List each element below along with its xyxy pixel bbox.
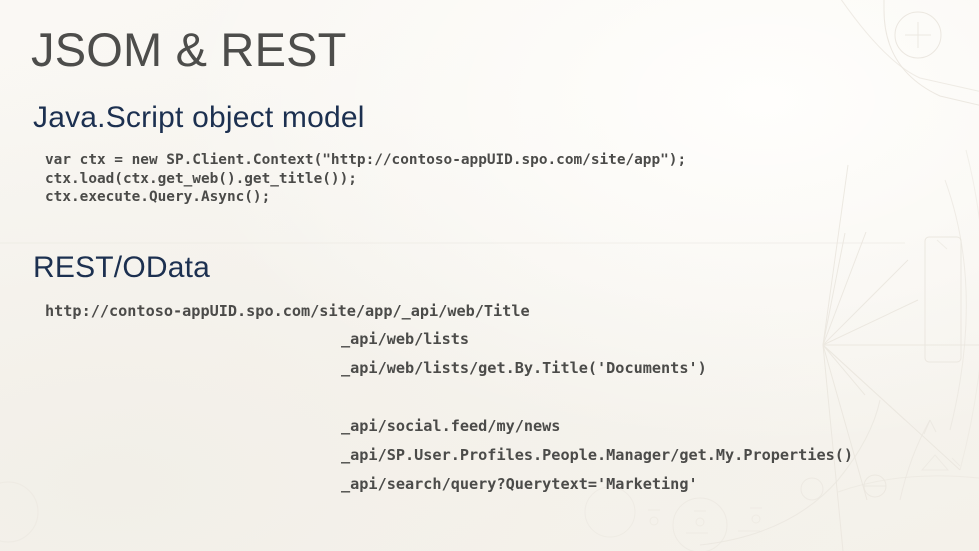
rest-url-line: _api/web/lists (341, 330, 470, 348)
section-heading-rest: REST/OData (33, 251, 211, 284)
rest-url-line: _api/SP.User.Profiles.People.Manager/get… (341, 446, 854, 464)
jsom-code-block: var ctx = new SP.Client.Context("http://… (45, 152, 687, 205)
rest-url-line: _api/web/lists/get.By.Title('Documents') (341, 359, 707, 377)
rest-url-line: http://contoso-appUID.spo.com/site/app/_… (45, 302, 530, 320)
slide-title: JSOM & REST (31, 23, 347, 76)
rest-url-line: _api/social.feed/my/news (341, 417, 561, 435)
section-heading-jsom: Java.Script object model (33, 101, 365, 134)
rest-url-line: _api/search/query?Querytext='Marketing' (341, 475, 698, 493)
